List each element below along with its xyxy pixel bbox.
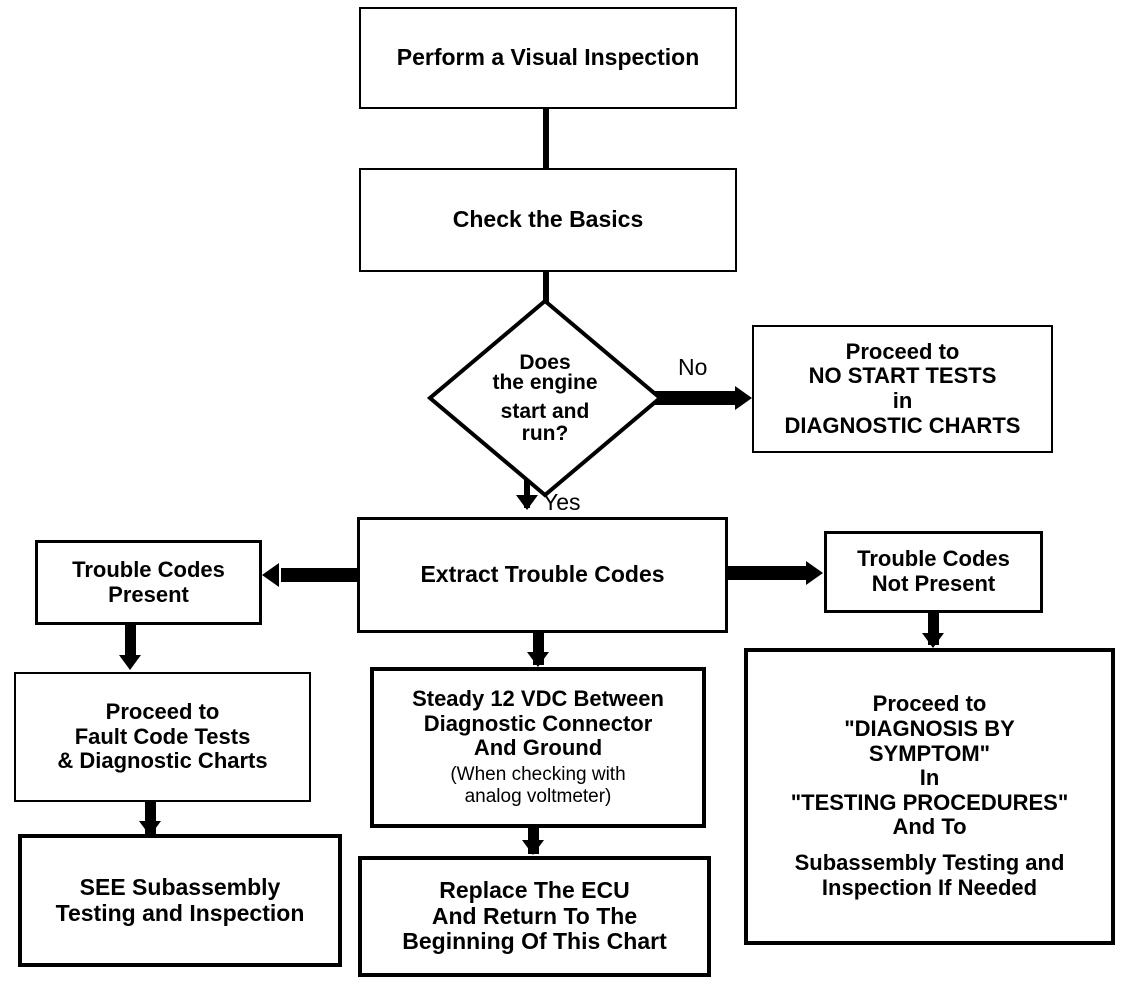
connector-codes-present-to-fault-tests bbox=[125, 625, 136, 661]
connector-extract-to-codes-present bbox=[281, 568, 361, 582]
node-check-the-basics[interactable]: Check the Basics bbox=[359, 168, 737, 272]
node-replace-ecu[interactable]: Replace The ECU And Return To The Beginn… bbox=[358, 856, 711, 977]
node-extract-trouble-codes[interactable]: Extract Trouble Codes bbox=[357, 517, 728, 633]
node-steady-12vdc[interactable]: Steady 12 VDC Between Diagnostic Connect… bbox=[370, 667, 706, 828]
node-see-subassembly[interactable]: SEE Subassembly Testing and Inspection bbox=[18, 834, 342, 967]
decision-line-3: start and bbox=[500, 399, 590, 423]
node-diagnosis-by-symptom-note: Subassembly Testing and Inspection If Ne… bbox=[794, 850, 1065, 901]
node-trouble-codes-not-present[interactable]: Trouble Codes Not Present bbox=[824, 531, 1043, 613]
decision-label-group: Does the engine start and run? bbox=[427, 298, 663, 498]
node-fault-code-tests[interactable]: Proceed to Fault Code Tests & Diagnostic… bbox=[14, 672, 311, 802]
node-steady-12vdc-label: Steady 12 VDC Between Diagnostic Connect… bbox=[412, 686, 664, 761]
arrowhead-to-diagnosis bbox=[922, 633, 944, 648]
decision-line-1: Does bbox=[519, 350, 571, 374]
node-diagnosis-by-symptom-label: Proceed to "DIAGNOSIS BY SYMPTOM" In "TE… bbox=[790, 691, 1069, 840]
node-fault-code-tests-label: Proceed to Fault Code Tests & Diagnostic… bbox=[57, 699, 268, 774]
arrowhead-to-no-start bbox=[735, 386, 752, 410]
arrowhead-to-fault-tests bbox=[119, 655, 141, 670]
edge-label-no: No bbox=[678, 354, 708, 380]
edge-label-yes: Yes bbox=[543, 489, 581, 515]
arrowhead-to-codes-present bbox=[262, 563, 279, 587]
connector-visual-to-basics bbox=[543, 109, 549, 169]
arrowhead-to-extract bbox=[516, 495, 538, 510]
node-trouble-codes-present[interactable]: Trouble Codes Present bbox=[35, 540, 262, 625]
node-diagnosis-by-symptom[interactable]: Proceed to "DIAGNOSIS BY SYMPTOM" In "TE… bbox=[744, 648, 1115, 945]
connector-not-present-to-diagnosis bbox=[928, 613, 939, 645]
node-see-subassembly-label: SEE Subassembly Testing and Inspection bbox=[55, 873, 305, 926]
decision-line-4: run? bbox=[521, 421, 569, 445]
node-check-the-basics-label: Check the Basics bbox=[452, 206, 644, 233]
node-trouble-codes-present-label: Trouble Codes Present bbox=[72, 556, 225, 607]
connector-extract-to-codes-not-present bbox=[726, 566, 808, 580]
node-replace-ecu-label: Replace The ECU And Return To The Beginn… bbox=[402, 876, 667, 955]
arrowhead-to-replace-ecu bbox=[522, 840, 544, 855]
arrowhead-to-see-subassembly bbox=[139, 821, 161, 836]
arrowhead-to-steady-12vdc bbox=[527, 652, 549, 667]
connector-fault-tests-to-see-subassembly bbox=[145, 802, 156, 834]
node-extract-trouble-codes-label: Extract Trouble Codes bbox=[420, 561, 665, 588]
node-no-start-tests[interactable]: Proceed to NO START TESTS in DIAGNOSTIC … bbox=[752, 325, 1053, 453]
decision-diamond-shape bbox=[427, 298, 663, 498]
node-steady-12vdc-note: (When checking with analog voltmeter) bbox=[450, 764, 626, 807]
node-perform-visual-inspection[interactable]: Perform a Visual Inspection bbox=[359, 7, 737, 109]
connector-basics-to-decision bbox=[543, 272, 549, 304]
node-trouble-codes-not-present-label: Trouble Codes Not Present bbox=[857, 546, 1010, 596]
arrowhead-to-codes-not-present bbox=[806, 561, 823, 585]
node-engine-start-decision[interactable]: Does the engine start and run? bbox=[427, 298, 663, 498]
decision-line-2: the engine bbox=[492, 371, 598, 395]
connector-decision-to-extract bbox=[524, 470, 530, 508]
node-no-start-tests-label: Proceed to NO START TESTS in DIAGNOSTIC … bbox=[784, 338, 1021, 438]
node-perform-visual-inspection-label: Perform a Visual Inspection bbox=[396, 44, 700, 71]
connector-extract-to-steady-12vdc bbox=[533, 633, 544, 665]
